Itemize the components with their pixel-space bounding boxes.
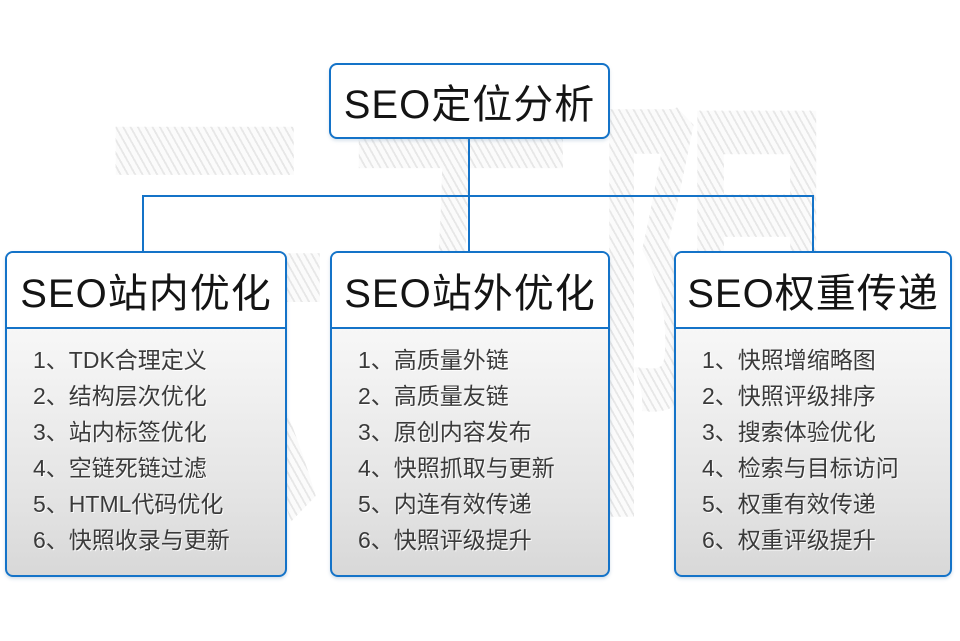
column-title-weight: SEO权重传递 xyxy=(687,272,939,316)
column-list-weight: 1、快照增缩略图 2、快照评级排序 3、搜索体验优化 4、检索与目标访问 5、权… xyxy=(676,329,950,558)
list-item: 6、快照收录与更新 xyxy=(33,527,230,553)
list-item: 5、权重有效传递 xyxy=(702,491,876,517)
list-item: 4、空链死链过滤 xyxy=(33,455,207,481)
connector-drop-line-right xyxy=(812,195,814,253)
list-item: 2、快照评级排序 xyxy=(702,383,876,409)
connector-drop-line-middle xyxy=(468,195,470,253)
list-item: 2、高质量友链 xyxy=(358,383,509,409)
column-card-offsite: SEO站外优化 1、高质量外链 2、高质量友链 3、原创内容发布 4、快照抓取与… xyxy=(330,251,610,577)
list-item: 5、HTML代码优化 xyxy=(33,491,224,517)
list-item: 2、结构层次优化 xyxy=(33,383,207,409)
list-item: 6、快照评级提升 xyxy=(358,527,532,553)
connector-branch-horizontal-line xyxy=(142,195,814,197)
column-list-offsite: 1、高质量外链 2、高质量友链 3、原创内容发布 4、快照抓取与更新 5、内连有… xyxy=(332,329,608,558)
list-item: 1、快照增缩略图 xyxy=(702,347,876,373)
column-card-onsite: SEO站内优化 1、TDK合理定义 2、结构层次优化 3、站内标签优化 4、空链… xyxy=(5,251,287,577)
list-item: 4、快照抓取与更新 xyxy=(358,455,555,481)
column-title-offsite: SEO站外优化 xyxy=(344,272,596,316)
list-item: 4、检索与目标访问 xyxy=(702,455,899,481)
connector-drop-line-left xyxy=(142,195,144,253)
column-title-onsite: SEO站内优化 xyxy=(20,272,272,316)
column-header-weight: SEO权重传递 xyxy=(676,253,950,329)
list-item: 3、原创内容发布 xyxy=(358,419,532,445)
column-list-onsite: 1、TDK合理定义 2、结构层次优化 3、站内标签优化 4、空链死链过滤 5、H… xyxy=(7,329,285,558)
column-header-offsite: SEO站外优化 xyxy=(332,253,608,329)
list-item: 3、搜索体验优化 xyxy=(702,419,876,445)
column-card-weight: SEO权重传递 1、快照增缩略图 2、快照评级排序 3、搜索体验优化 4、检索与… xyxy=(674,251,952,577)
connector-root-trunk-line xyxy=(468,139,470,197)
list-item: 1、高质量外链 xyxy=(358,347,509,373)
column-header-onsite: SEO站内优化 xyxy=(7,253,285,329)
list-item: 6、权重评级提升 xyxy=(702,527,876,553)
list-item: 5、内连有效传递 xyxy=(358,491,532,517)
list-item: 3、站内标签优化 xyxy=(33,419,207,445)
root-node-title: SEO定位分析 xyxy=(343,83,596,127)
list-item: 1、TDK合理定义 xyxy=(33,347,207,373)
root-node-box: SEO定位分析 xyxy=(329,63,610,139)
